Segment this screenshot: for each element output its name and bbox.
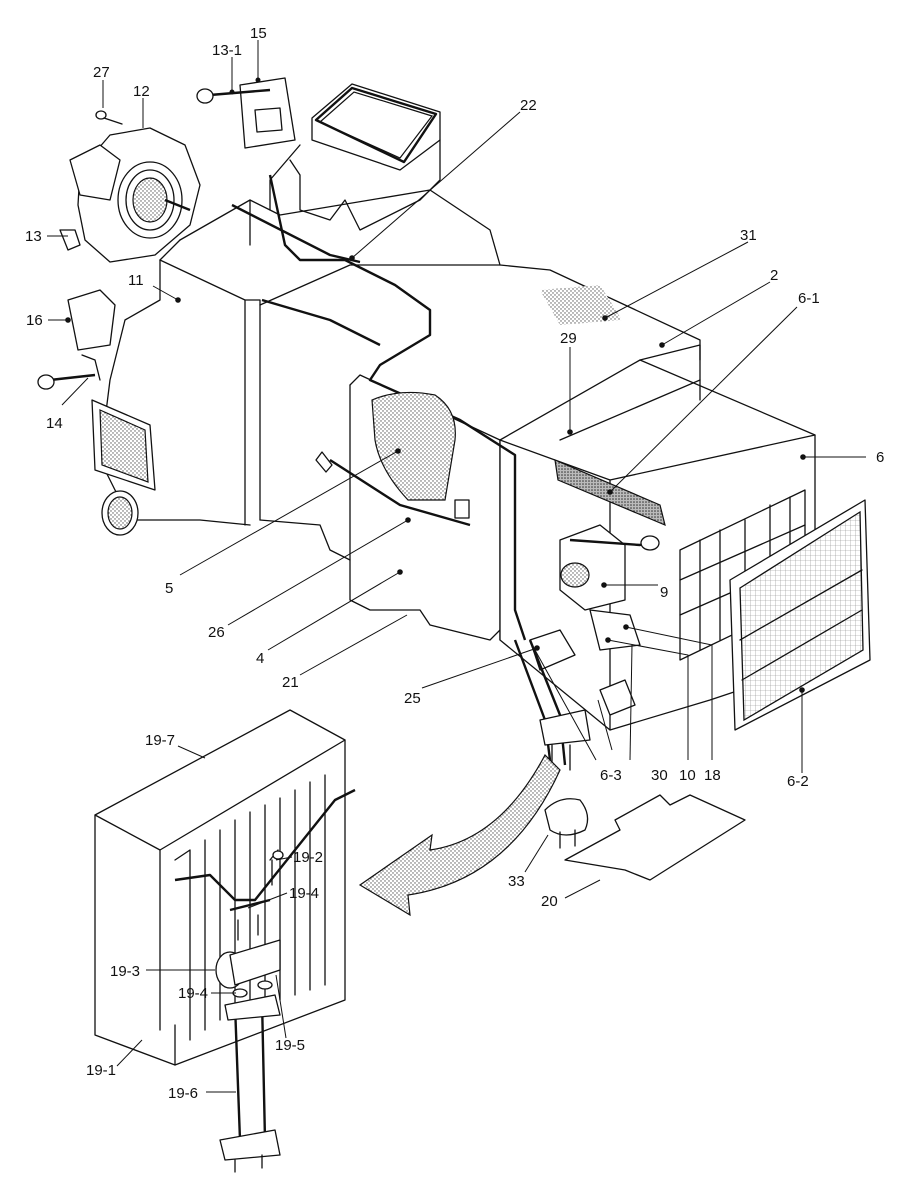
callout-14: 14 [46, 415, 63, 432]
callout-13: 13 [25, 228, 42, 245]
callout-19-6: 19-6 [168, 1085, 198, 1102]
leader-dots [65, 77, 806, 693]
callout-18: 18 [704, 767, 721, 784]
hvac-housing [91, 83, 816, 771]
callout-21: 21 [282, 674, 299, 691]
callout-13-1: 13-1 [212, 42, 242, 59]
callout-19-4-lower: 19-4 [178, 985, 208, 1002]
callout-19-5: 19-5 [275, 1037, 305, 1054]
callout-19-4-upper: 19-4 [289, 885, 319, 902]
filter-6-2 [729, 499, 871, 731]
callout-26: 26 [208, 624, 225, 641]
actuator-16 [37, 289, 116, 390]
evaporator-19-1 [94, 709, 356, 1173]
callout-27: 27 [93, 64, 110, 81]
callout-16: 16 [26, 312, 43, 329]
callout-19-1: 19-1 [86, 1062, 116, 1079]
callout-33: 33 [508, 873, 525, 890]
callout-15: 15 [250, 25, 267, 42]
callout-12: 12 [133, 83, 150, 100]
callout-11: 11 [128, 272, 144, 289]
callout-22: 22 [520, 97, 537, 114]
callout-31: 31 [740, 227, 757, 244]
grommet-33 [544, 798, 589, 849]
direction-arrow [358, 754, 561, 917]
callout-4: 4 [256, 650, 264, 667]
callout-30: 30 [651, 767, 668, 784]
callout-19-7: 19-7 [145, 732, 175, 749]
callout-6-3: 6-3 [600, 767, 622, 784]
callout-20: 20 [541, 893, 558, 910]
screw-27 [95, 110, 123, 125]
callout-29: 29 [560, 330, 577, 347]
callout-6-1: 6-1 [798, 290, 820, 307]
actuator-15 [196, 77, 296, 149]
callout-6: 6 [876, 449, 884, 466]
callout-9: 9 [660, 584, 668, 601]
leader-lines [47, 40, 866, 1093]
callout-25: 25 [404, 690, 421, 707]
seal-plate-20 [564, 794, 746, 881]
callout-labels: 27 12 13-1 15 22 13 11 16 14 31 2 6-1 29… [25, 25, 884, 1102]
callout-10: 10 [679, 767, 696, 784]
callout-19-3: 19-3 [110, 963, 140, 980]
callout-5: 5 [165, 580, 173, 597]
blower-motor [59, 127, 201, 263]
callout-2: 2 [770, 267, 778, 284]
callout-19-2: 19-2 [293, 849, 323, 866]
callout-6-2: 6-2 [787, 773, 809, 790]
